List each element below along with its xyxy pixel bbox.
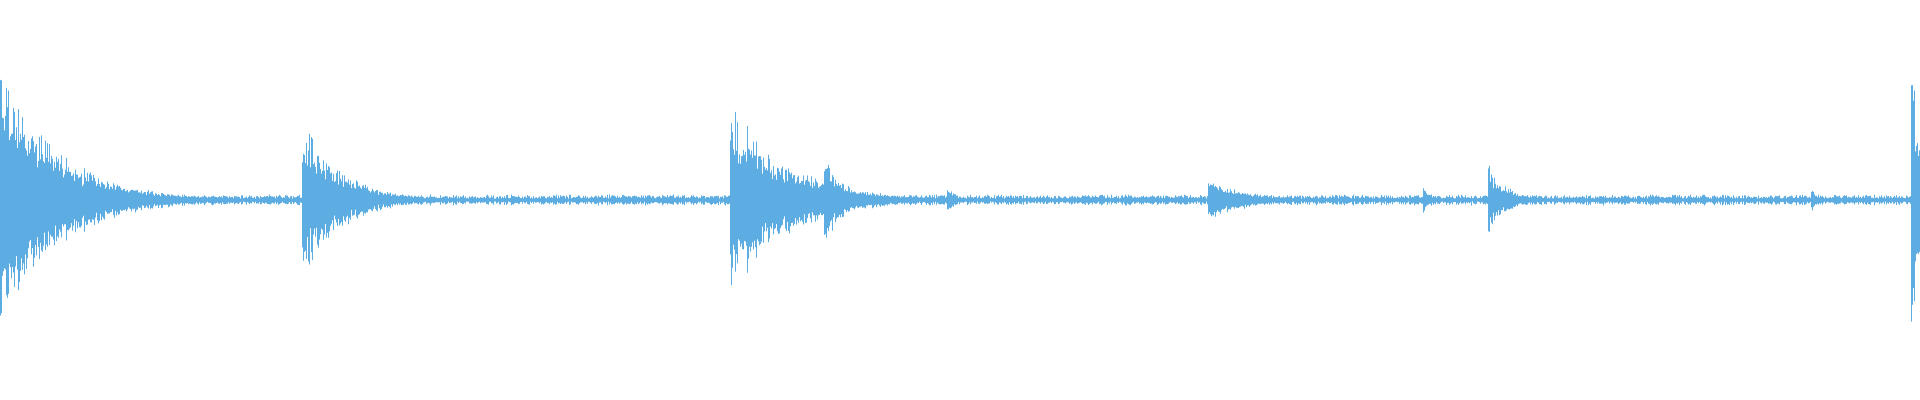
waveform-bars xyxy=(0,79,1920,322)
waveform-path xyxy=(0,79,1920,322)
